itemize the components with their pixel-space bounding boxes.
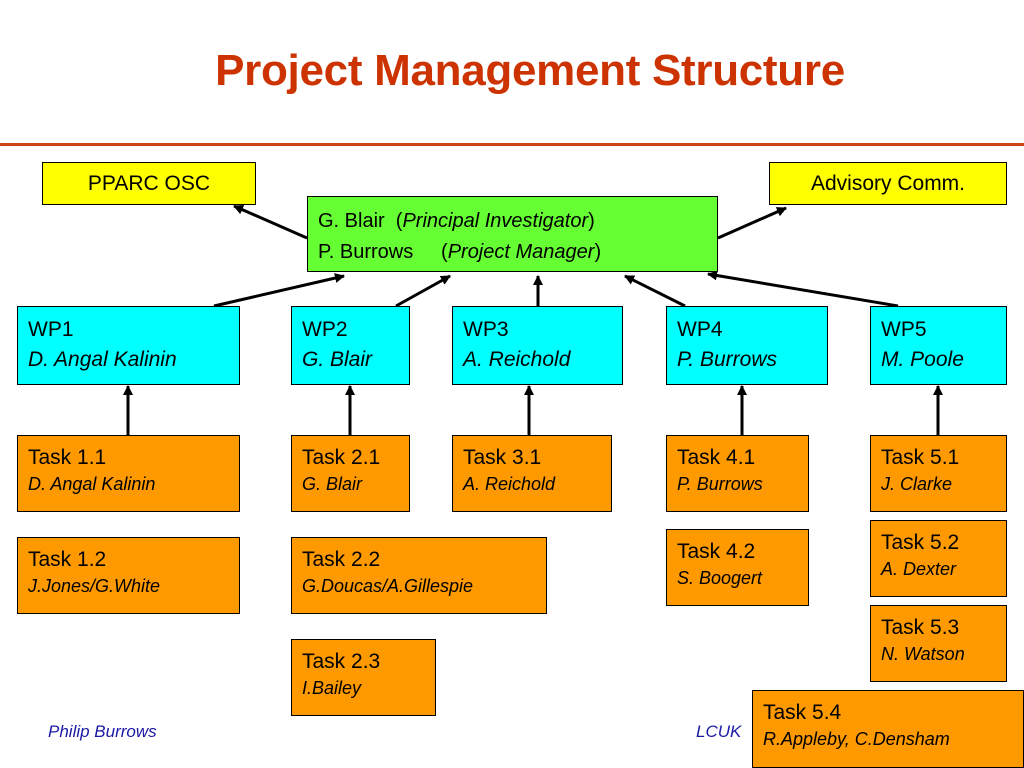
principal-investigator-line: G. Blair (Principal Investigator) xyxy=(318,210,595,232)
arrow-wp1-to-pi xyxy=(213,273,345,308)
task-lead: R.Appleby, C.Densham xyxy=(763,729,950,749)
arrow-wp4-to-pi xyxy=(624,274,686,308)
arrow-wp5-to-pi xyxy=(707,270,899,308)
footer-author: Philip Burrows xyxy=(48,722,157,741)
work-package-wp1: WP1 D. Angal Kalinin xyxy=(17,306,240,385)
work-package-wp2: WP2 G. Blair xyxy=(291,306,410,385)
task-2-1: Task 2.1 G. Blair xyxy=(291,435,410,512)
arrow-wp2-to-pi xyxy=(395,274,451,308)
task-id: Task 5.2 xyxy=(881,531,960,554)
task-lead: G.Doucas/A.Gillespie xyxy=(302,576,474,596)
task-id: Task 1.2 xyxy=(28,548,107,571)
wp-lead: A. Reichold xyxy=(463,348,571,371)
task-4-2: Task 4.2 S. Boogert xyxy=(666,529,809,606)
task-5-2: Task 5.2 A. Dexter xyxy=(870,520,1007,597)
task-id: Task 2.3 xyxy=(302,650,381,673)
arrow-pi-to-pparc xyxy=(233,204,308,240)
wp-id: WP4 xyxy=(677,318,723,341)
task-lead: G. Blair xyxy=(302,474,363,494)
task-lead: S. Boogert xyxy=(677,568,763,588)
task-lead: N. Watson xyxy=(881,644,965,664)
page-title: Project Management Structure xyxy=(215,46,845,95)
task-lead: A. Reichold xyxy=(463,474,556,494)
pi-name: G. Blair xyxy=(318,210,385,232)
task-id: Task 5.3 xyxy=(881,616,960,639)
task-5-1: Task 5.1 J. Clarke xyxy=(870,435,1007,512)
project-manager-line: P. Burrows (Project Manager) xyxy=(318,241,602,263)
task-lead: D. Angal Kalinin xyxy=(28,474,156,494)
task-5-3: Task 5.3 N. Watson xyxy=(870,605,1007,682)
task-id: Task 5.1 xyxy=(881,446,960,469)
wp-lead: M. Poole xyxy=(881,348,964,371)
task-4-1: Task 4.1 P. Burrows xyxy=(666,435,809,512)
arrow-pi-to-advisory xyxy=(717,206,787,240)
work-package-wp5: WP5 M. Poole xyxy=(870,306,1007,385)
task-5-4: Task 5.4 R.Appleby, C.Densham xyxy=(752,690,1024,768)
task-id: Task 4.2 xyxy=(677,540,756,563)
wp-id: WP3 xyxy=(463,318,509,341)
task-id: Task 5.4 xyxy=(763,701,842,724)
task-lead: J. Clarke xyxy=(881,474,953,494)
title-divider xyxy=(0,143,1024,146)
advisory-committee-label: Advisory Comm. xyxy=(810,172,966,195)
pm-name: P. Burrows xyxy=(318,241,414,263)
task-id: Task 2.1 xyxy=(302,446,381,469)
task-lead: I.Bailey xyxy=(302,678,362,698)
task-2-3: Task 2.3 I.Bailey xyxy=(291,639,436,716)
task-lead: P. Burrows xyxy=(677,474,763,494)
task-id: Task 1.1 xyxy=(28,446,107,469)
task-2-2: Task 2.2 G.Doucas/A.Gillespie xyxy=(291,537,547,614)
pparc-osc-box: PPARC OSC xyxy=(42,162,256,205)
task-id: Task 3.1 xyxy=(463,446,542,469)
footer-event: LCUK xyxy=(696,722,742,741)
task-lead: A. Dexter xyxy=(881,559,957,579)
task-id: Task 4.1 xyxy=(677,446,756,469)
task-1-1: Task 1.1 D. Angal Kalinin xyxy=(17,435,240,512)
pi-role: Principal Investigator xyxy=(402,210,589,232)
wp-id: WP1 xyxy=(28,318,74,341)
management-box: G. Blair (Principal Investigator) P. Bur… xyxy=(307,196,718,272)
wp-id: WP2 xyxy=(302,318,348,341)
task-1-2: Task 1.2 J.Jones/G.White xyxy=(17,537,240,614)
wp-lead: D. Angal Kalinin xyxy=(28,348,177,371)
pm-role: Project Manager xyxy=(447,241,595,263)
wp-id: WP5 xyxy=(881,318,927,341)
task-id: Task 2.2 xyxy=(302,548,381,571)
pparc-osc-label: PPARC OSC xyxy=(87,172,211,195)
advisory-committee-box: Advisory Comm. xyxy=(769,162,1007,205)
task-lead: J.Jones/G.White xyxy=(28,576,161,596)
wp-lead: G. Blair xyxy=(302,348,373,371)
wp-lead: P. Burrows xyxy=(677,348,777,371)
task-3-1: Task 3.1 A. Reichold xyxy=(452,435,612,512)
work-package-wp3: WP3 A. Reichold xyxy=(452,306,623,385)
work-package-wp4: WP4 P. Burrows xyxy=(666,306,828,385)
